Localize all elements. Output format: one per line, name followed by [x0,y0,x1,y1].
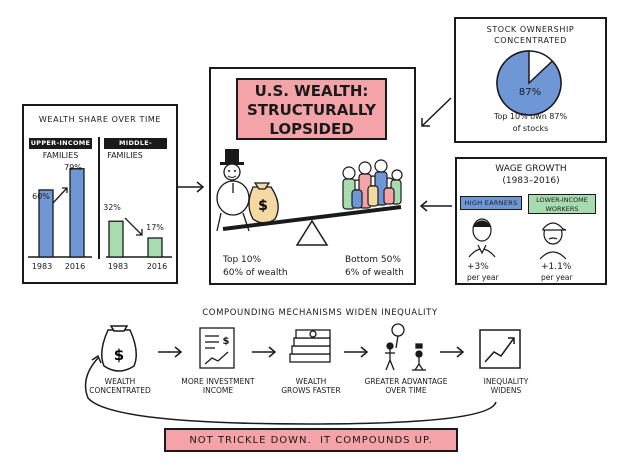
upper-1983-value: 60% [32,192,50,201]
money-bag-icon: $ [248,182,279,224]
wage-figures [468,218,567,260]
center-right-top: Bottom 50% [345,255,401,265]
middle-year-2016: 2016 [146,262,168,271]
step3-label-line2: GROWS FASTER [281,386,341,395]
seesaw-plank [222,205,402,231]
step3-cash-stack-icon [289,329,331,363]
wealth-share-title: WEALTH SHARE OVER TIME [38,115,162,124]
mechanisms-title: COMPOUNDING MECHANISMS WIDEN INEQUALITY [202,308,438,318]
svg-text:$: $ [223,336,230,347]
down-trend-arrow [124,217,143,236]
center-title-line1: U.S. WEALTH: [254,82,369,100]
bar-middle-1983 [108,220,124,258]
step2-label-line2: INCOME [202,386,234,395]
families-icon [342,159,403,210]
upper-2016-value: 79% [64,163,82,172]
step2-investment-doc-icon: $ [199,327,235,369]
step1-label: WEALTH CONCENTRATED [80,377,160,395]
wealth-divider [98,137,100,259]
center-title-line3: LOPSIDED [269,120,354,138]
pie-slice-top-10 [496,50,562,116]
stock-pie-chart [496,50,562,116]
step5-label: INEQUALITY WIDENS [464,377,548,395]
high-earners-tag: HIGH EARNERS [460,196,522,210]
stock-pct: 87% [518,87,542,98]
step4-label-line1: GREATER ADVANTAGE [364,377,448,386]
mechanism-icons: $ $ [84,323,521,425]
step4-label-line2: OVER TIME [385,386,427,395]
upper-year-1983: 1983 [31,262,53,271]
bar-upper-2016 [69,168,85,258]
center-title-box: U.S. WEALTH: STRUCTURALLY LOPSIDED [236,78,387,140]
step2-label: MORE INVESTMENT INCOME [172,377,264,395]
step4-person-balloon-icon [385,323,426,371]
center-title-line2: STRUCTURALLY [247,101,376,119]
step1-label-line1: WEALTH [104,377,136,386]
lower-income-tag-line1: LOWER-INCOME [536,196,588,204]
high-earner-icon [468,218,496,258]
step5-label-line1: INEQUALITY [483,377,529,386]
upper-income-sub: FAMILIES [42,151,79,160]
arrow-wealth-to-center [177,181,205,193]
svg-text:$: $ [258,198,268,214]
lower-income-tag-line2: WORKERS [545,205,579,213]
step4-label: GREATER ADVANTAGE OVER TIME [358,377,454,395]
middle-year-1983: 1983 [107,262,129,271]
high-wage-value: +3% [467,262,489,272]
middle-2016-value: 17% [146,223,164,232]
step1-label-line2: CONCENTRATED [89,386,151,395]
seesaw-fulcrum [295,219,329,246]
wage-title-line2: (1983–2016) [502,176,560,186]
arrow-stock-to-center [421,97,452,127]
stock-note-line2: of stocks [512,124,549,133]
upper-income-tag: UPPER-INCOME [29,138,92,149]
step5-rising-chart-icon [479,329,521,369]
rich-man-icon [216,149,250,232]
wealth-share-bars [28,168,172,258]
step2-label-line1: MORE INVESTMENT [181,377,255,386]
stock-note-line1: Top 10% own 87% [493,112,568,121]
middle-income-tag: MIDDLE-INCOME [104,138,167,158]
center-right-bottom: 6% of wealth [345,268,404,278]
high-wage-unit: per year [467,273,499,282]
stock-title-line2: CONCENTRATED [494,36,567,45]
step3-label-line1: WEALTH [295,377,327,386]
step3-label: WEALTH GROWS FASTER [270,377,352,395]
lower-income-worker-icon [539,222,567,260]
svg-text:$: $ [114,346,124,364]
middle-1983-value: 32% [103,203,121,212]
bar-middle-2016 [147,237,163,258]
upper-year-2016: 2016 [64,262,86,271]
step5-label-line2: WIDENS [490,386,522,395]
bar-upper-1983 [38,189,54,258]
feedback-loop-arrow [84,357,497,425]
up-trend-arrow [52,187,68,204]
low-wage-unit: per year [541,273,573,282]
center-left-top: Top 10% [223,255,262,265]
stock-title-line1: STOCK OWNERSHIP [486,25,575,34]
center-left-bottom: 60% of wealth [223,268,288,278]
flow-arrows [158,346,465,358]
footer-banner: NOT TRICKLE DOWN. IT COMPOUNDS UP. [164,428,458,452]
middle-income-sub: FAMILIES [107,151,143,160]
seesaw-illustration: $ [216,149,403,246]
step1-money-bag-icon: $ [101,325,137,372]
lower-income-tag: LOWER-INCOME WORKERS [528,194,596,214]
low-wage-value: +1.1% [541,262,572,272]
arrow-wage-to-center [419,200,452,212]
wage-title-line1: WAGE GROWTH [495,164,567,174]
